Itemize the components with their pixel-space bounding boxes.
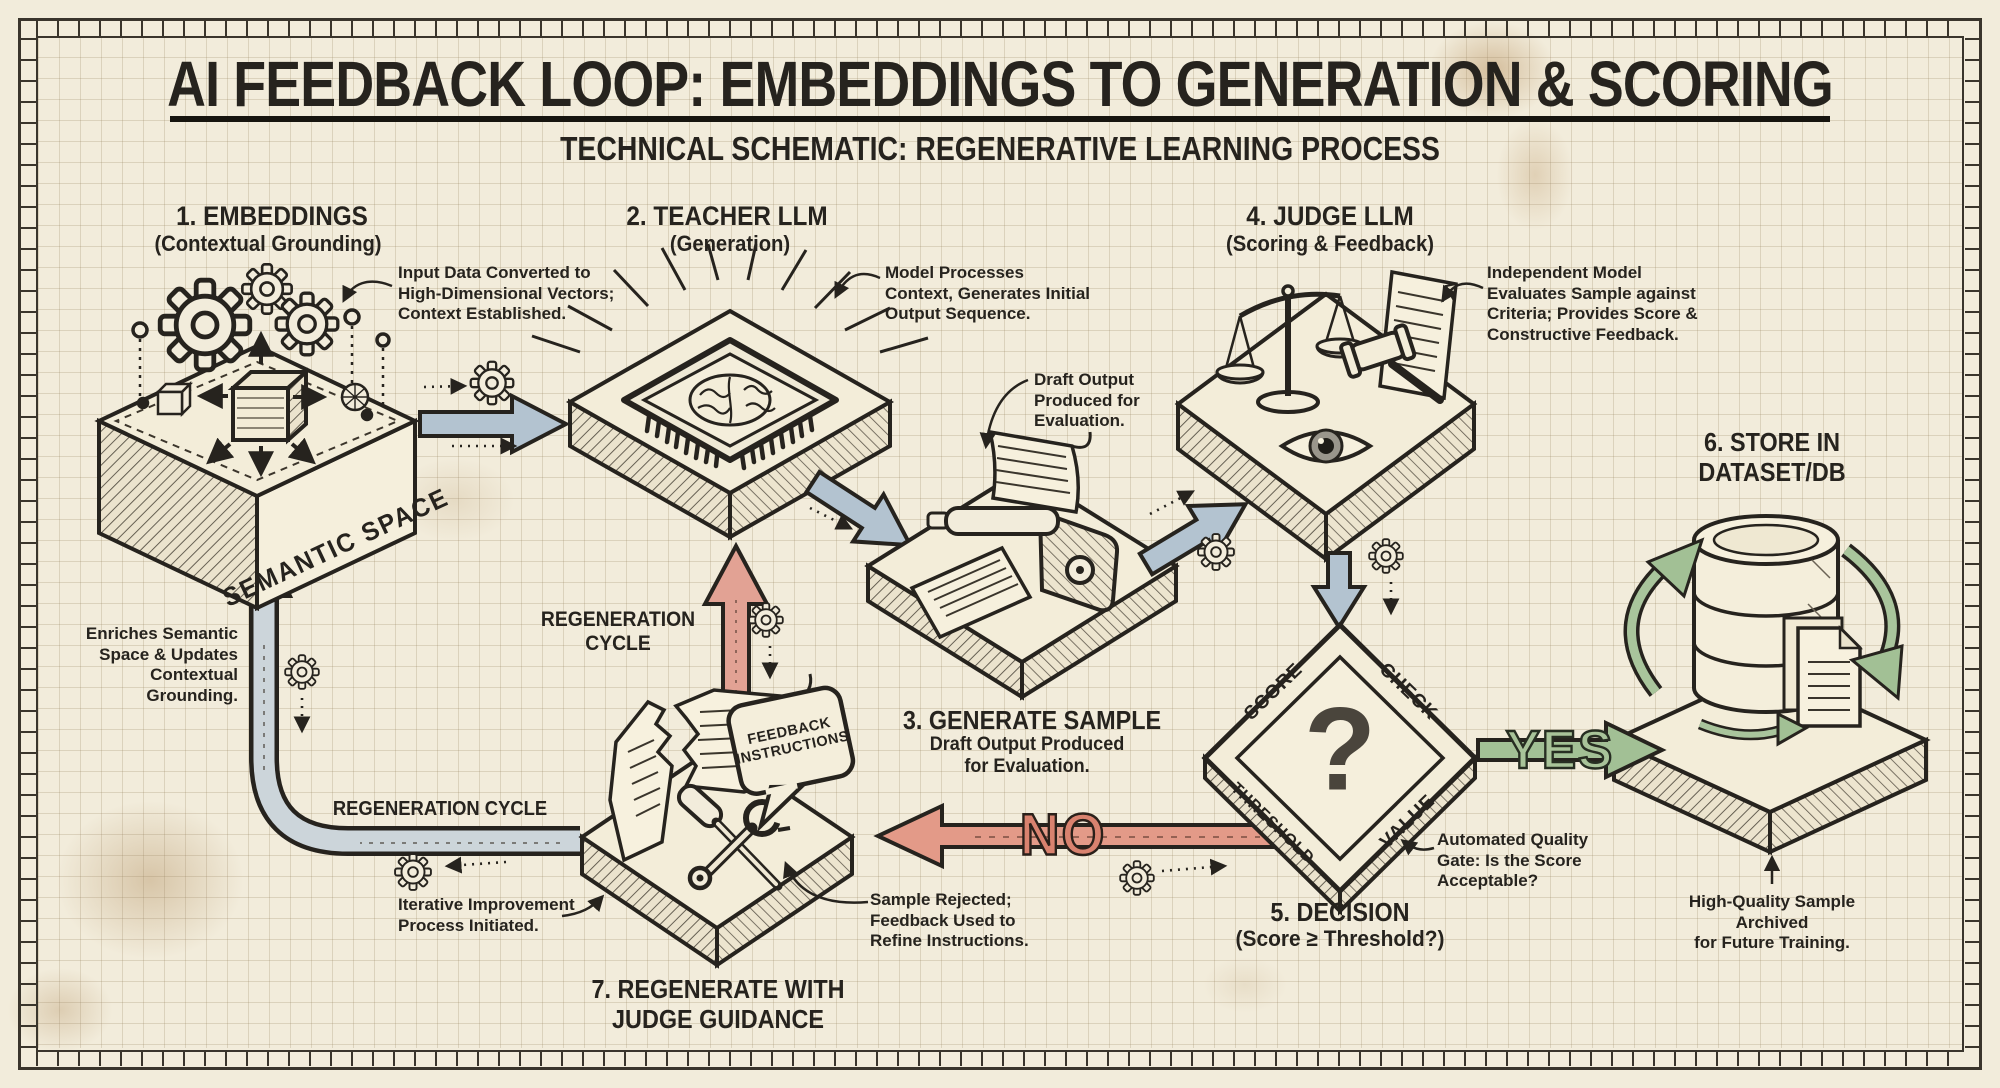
dotted-flow-line — [444, 856, 507, 874]
regeneration-cycle-vertical-label: REGENERATION CYCLE — [540, 608, 696, 656]
ruler-ticks-right — [1965, 36, 1980, 1048]
step2-subheading: (Generation) — [669, 231, 791, 256]
gear-icon — [1368, 538, 1404, 574]
step1-subheading: (Contextual Grounding) — [154, 231, 382, 256]
chip-icon — [531, 243, 929, 471]
dotted-flow-line — [1161, 858, 1228, 876]
no-label: NO — [1019, 801, 1107, 868]
outer-frame — [18, 18, 1982, 1070]
ruler-ticks-top — [36, 21, 1964, 36]
mini-sphere-icon — [340, 382, 370, 412]
gear-icon — [1197, 533, 1235, 571]
yes-arrow — [1476, 719, 1667, 781]
page-title: AI FEEDBACK LOOP: EMBEDDINGS TO GENERATI… — [167, 48, 1834, 120]
quality-gate-annotation: Automated Quality Gate: Is the Score Acc… — [1437, 830, 1589, 891]
step5-subheading: (Score ≥ Threshold?) — [1235, 926, 1445, 951]
no-arrow — [873, 802, 1284, 870]
enriches-annotation: Enriches Semantic Space & Updates Contex… — [85, 624, 238, 706]
archive-annotation: High-Quality Sample Archived for Future … — [1688, 892, 1856, 953]
wrench-screwdriver-icon — [676, 783, 794, 891]
step4-heading: 4. JUDGE LLM — [1246, 201, 1414, 231]
decision-question-mark: ? — [1303, 683, 1377, 816]
teacher-annotation: Model Processes Context, Generates Initi… — [885, 263, 1090, 324]
draft-output-annotation: Draft Output Produced for Evaluation. — [1034, 370, 1140, 431]
step5-heading: 5. DECISION — [1270, 897, 1410, 927]
judge-annotation: Independent Model Evaluates Sample again… — [1487, 263, 1698, 345]
radiating-lines — [531, 243, 929, 354]
gear-icon — [284, 654, 320, 690]
regeneration-cycle-horizontal-label: REGENERATION CYCLE — [332, 798, 548, 820]
dotted-flow-lines — [423, 377, 518, 455]
ruler-ticks-left — [21, 36, 36, 1048]
decision-diamond — [1201, 621, 1479, 916]
step2-heading: 2. TEACHER LLM — [626, 201, 828, 231]
feedback-bubble — [726, 685, 856, 833]
printer-icon — [909, 429, 1120, 640]
mini-cube-icon — [154, 380, 194, 418]
iterative-annotation: Iterative Improvement Process Initiated. — [398, 895, 575, 935]
rejected-annotation: Sample Rejected; Feedback Used to Refine… — [870, 890, 1029, 951]
gear-icon — [469, 360, 515, 406]
archived-document-icon — [1782, 616, 1864, 728]
step7-heading: 7. REGENERATE WITH JUDGE GUIDANCE — [591, 974, 845, 1034]
flow-arrow-sample-to-judge — [1137, 502, 1249, 578]
gear-icon — [394, 853, 432, 891]
flow-arrow-judge-to-decision — [1310, 551, 1368, 631]
step3-heading: 3. GENERATE SAMPLE — [902, 705, 1162, 735]
step1-heading: 1. EMBEDDINGS — [176, 201, 368, 231]
scales-icon — [1215, 284, 1365, 414]
step3-subheading: Draft Output Produced for Evaluation. — [929, 734, 1125, 777]
eye-icon — [1278, 428, 1374, 464]
flow-arrow-teacher-to-sample — [803, 469, 914, 548]
gear-icon — [1119, 860, 1155, 896]
step4-subheading: (Scoring & Feedback) — [1225, 231, 1435, 256]
page-subtitle: TECHNICAL SCHEMATIC: REGENERATIVE LEARNI… — [560, 130, 1440, 167]
inner-frame — [36, 36, 1964, 1052]
annotation-arrows — [342, 272, 1781, 918]
gavel-icon — [1339, 323, 1444, 404]
flow-arrow-embeddings-to-teacher — [418, 392, 571, 456]
sync-arrows-icon — [1623, 537, 1904, 747]
dotted-flow-line — [1149, 490, 1195, 516]
vector-cube-icon — [196, 330, 328, 478]
title-underline — [170, 116, 1830, 122]
ruler-ticks-bottom — [36, 1052, 1964, 1066]
step6-heading: 6. STORE IN DATASET/DB — [1698, 427, 1846, 487]
embeddings-annotation: Input Data Converted to High-Dimensional… — [398, 263, 615, 324]
yes-label: YES — [1505, 719, 1615, 782]
vector-nodes — [131, 308, 391, 422]
brain-icon — [688, 373, 776, 427]
gear-icon — [748, 602, 784, 638]
